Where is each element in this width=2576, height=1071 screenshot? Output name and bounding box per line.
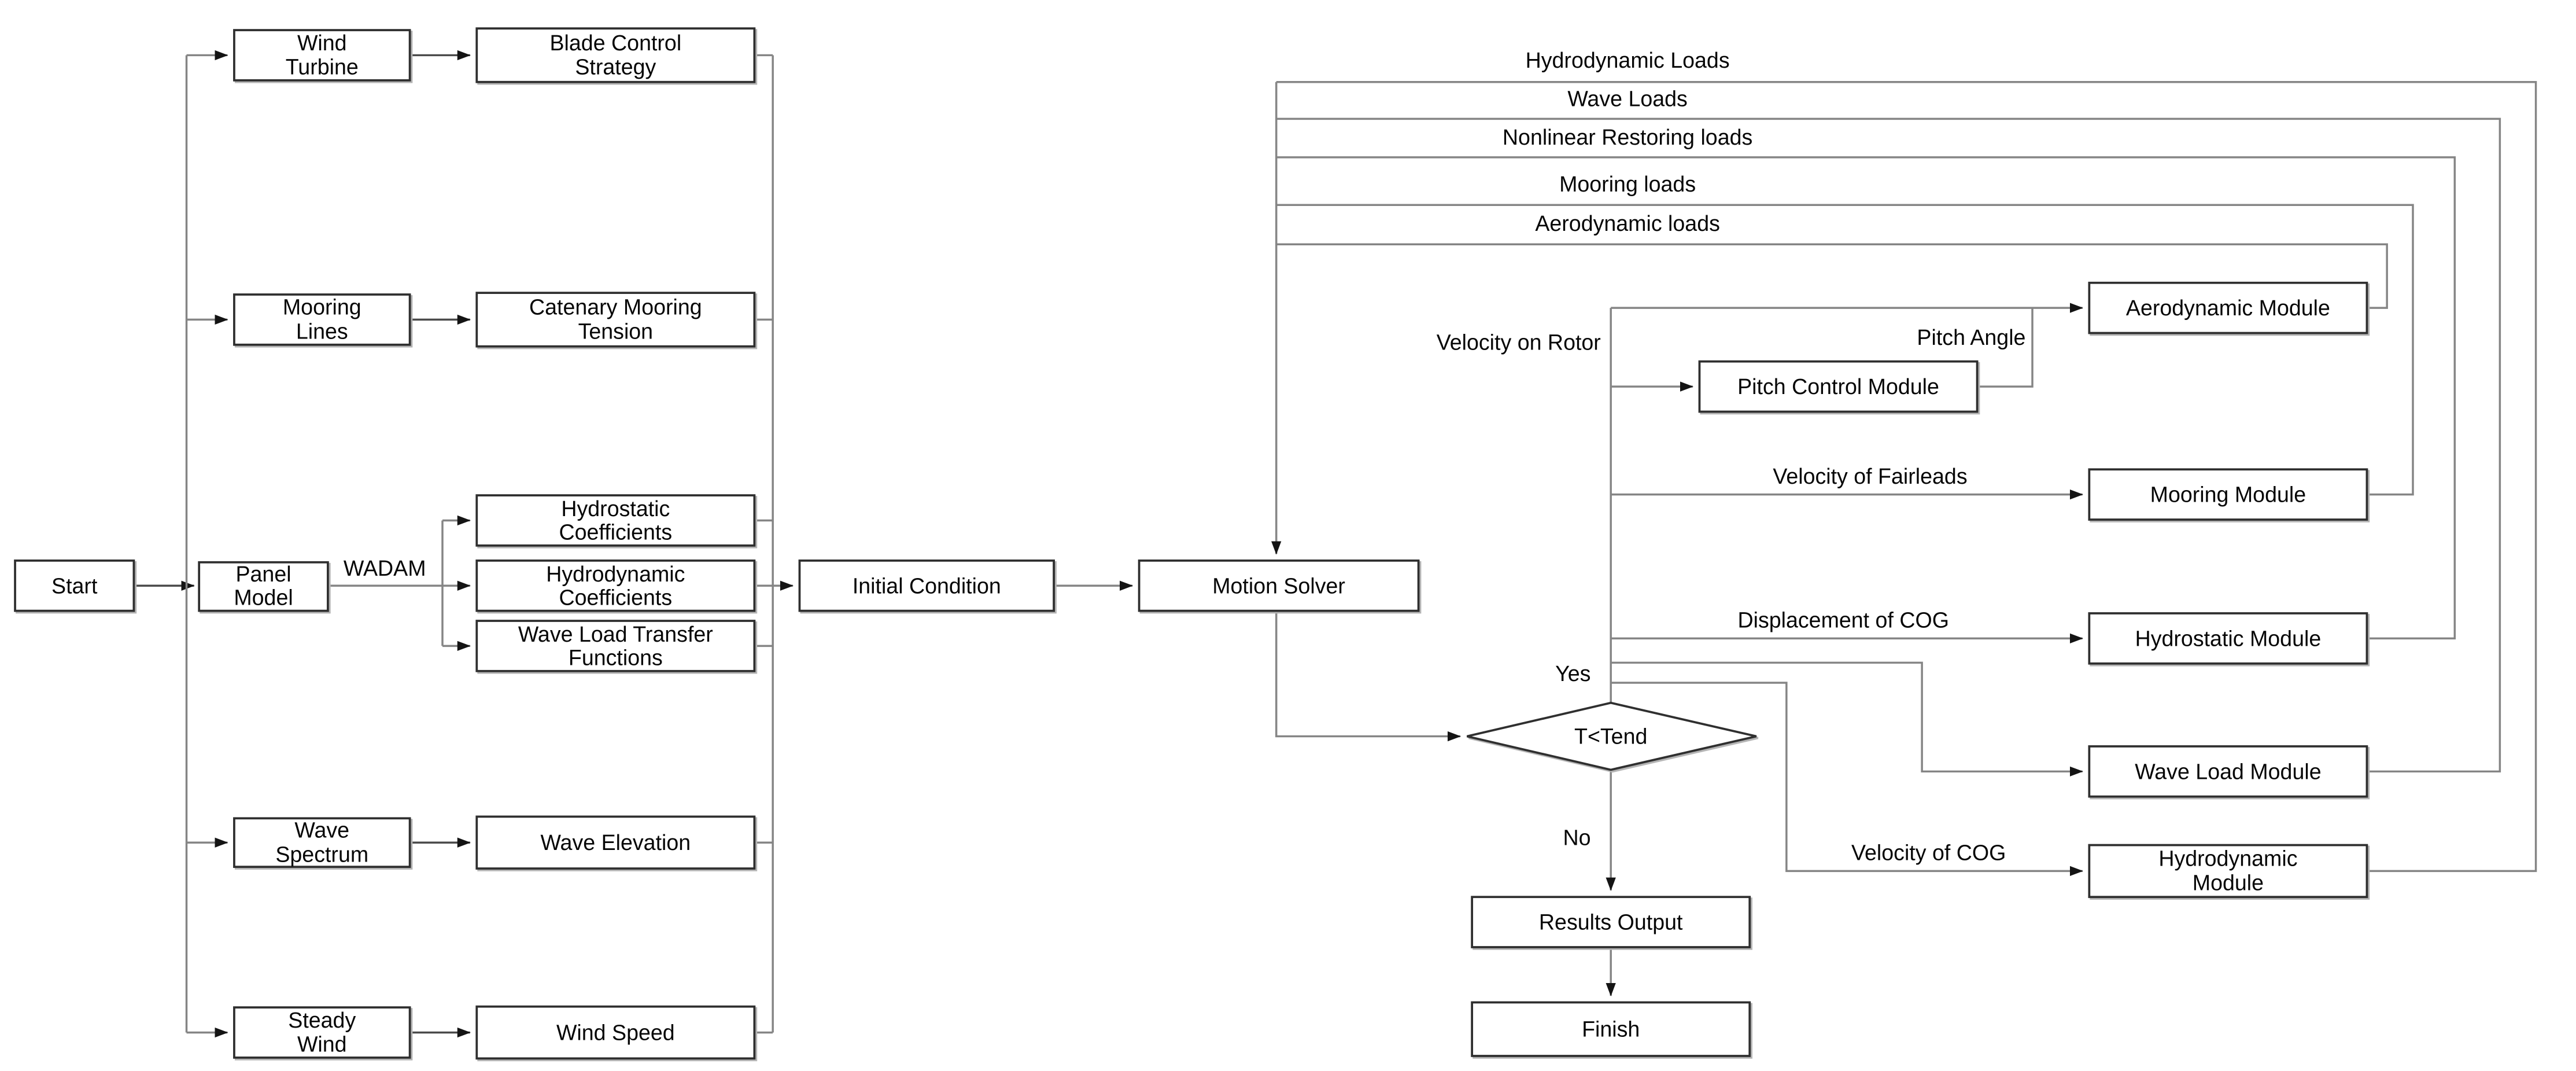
node-hydrodynamic-coeff-label-2: Coefficients [559, 586, 673, 610]
edge-aerodynamic-loads-line [1276, 243, 2388, 309]
node-wave-elevation-label: Wave Elevation [540, 830, 691, 855]
node-wind-speed-label: Wind Speed [556, 1020, 675, 1044]
feedback-label-mooring-loads: Mooring loads [1559, 172, 1696, 196]
node-initial-condition-label: Initial Condition [852, 573, 1001, 598]
node-hydrostatic-coeff-label-1: Hydrostatic [561, 496, 670, 521]
node-hydrostatic-module-label: Hydrostatic Module [2135, 626, 2322, 650]
edge-nonlinear-restoring-loads-line [1276, 156, 2456, 640]
node-mooring-lines-label-1: Mooring [283, 295, 361, 319]
node-results-output-label: Results Output [1539, 910, 1683, 934]
node-aerodynamic-module-box [2088, 281, 2368, 334]
edge-wave-loads-line [1276, 117, 2501, 773]
node-mooring-lines-label-2: Lines [296, 319, 348, 344]
node-motion-solver-box [1138, 560, 1420, 612]
node-wave-load-transfer-label-1: Wave Load Transfer [518, 622, 713, 646]
connectors [134, 50, 2537, 1038]
node-wave-load-module-box [2088, 745, 2368, 798]
node-wave-load-transfer-label-2: Functions [569, 646, 663, 670]
edge-label-displacement-of-cog: Displacement of COG [1737, 608, 1948, 632]
node-wave-load-module-label: Wave Load Module [2135, 759, 2321, 783]
node-start-label: Start [51, 573, 98, 598]
node-hydrodynamic-coeff-label-1: Hydrodynamic [546, 562, 685, 586]
node-steady-wind-box [233, 1006, 411, 1059]
node-wave-elevation-box [475, 815, 756, 870]
node-blade-control-label-1: Blade Control [549, 31, 681, 55]
node-hydrodynamic-coefficients-box [475, 560, 756, 612]
feedback-label-wave-loads: Wave Loads [1567, 87, 1688, 111]
edge-label-velocity-on-rotor: Velocity on Rotor [1437, 330, 1601, 354]
node-mooring-module-box [2088, 468, 2368, 521]
edge-labels: WADAM Velocity on Rotor Pitch Angle Velo… [344, 48, 2026, 864]
node-hydrodynamic-module-label-2: Module [2193, 871, 2264, 895]
node-steady-wind-label-2: Wind [297, 1032, 347, 1057]
node-aerodynamic-module-label: Aerodynamic Module [2126, 296, 2330, 320]
feedback-label-hydrodynamic-loads: Hydrodynamic Loads [1526, 48, 1730, 72]
node-pitch-control-module-label: Pitch Control Module [1737, 374, 1939, 399]
node-hydrodynamic-module-box [2088, 844, 2368, 899]
edge-label-pitch-angle: Pitch Angle [1917, 325, 2025, 349]
node-blade-control-label-2: Strategy [575, 55, 656, 79]
node-panel-model-label-1: Panel [235, 562, 291, 586]
edge-label-velocity-of-fairleads: Velocity of Fairleads [1773, 464, 1967, 488]
edge-mooring-loads-line [1276, 204, 2414, 496]
node-wave-spectrum-label-1: Wave [294, 818, 349, 842]
node-hydrostatic-coeff-label-2: Coefficients [559, 520, 673, 544]
edge-hydrodynamic-loads-line [1276, 80, 2537, 873]
edge-bus-to-wave-load-module [1611, 661, 2083, 776]
node-labels: Start Wind Turbine Blade Control Strateg… [51, 31, 2330, 1057]
node-catenary-label-2: Tension [578, 319, 654, 344]
node-mooring-lines-box [233, 293, 411, 346]
node-hydrostatic-coefficients-box [475, 494, 756, 547]
node-catenary-label-1: Catenary Mooring [529, 295, 702, 319]
edge-pitch-angle-riser [1977, 308, 2034, 388]
node-wind-turbine-box [233, 29, 411, 82]
node-pitch-control-module-box [1698, 360, 1979, 413]
node-wind-speed-box [475, 1005, 756, 1060]
edge-velocity-of-cog-to-hydrodynamic [1611, 682, 2083, 877]
edge-label-no: No [1563, 826, 1590, 850]
feedback-label-aerodynamic-loads: Aerodynamic loads [1535, 211, 1720, 235]
node-wave-spectrum-box [233, 817, 411, 868]
node-wave-spectrum-label-2: Spectrum [275, 842, 368, 866]
node-blade-control-strategy-box [475, 27, 756, 83]
edge-label-wadam: WADAM [344, 556, 426, 580]
node-start-box [14, 560, 135, 612]
edge-label-velocity-of-cog: Velocity of COG [1851, 841, 2006, 865]
node-wave-load-transfer-functions-box [475, 620, 756, 672]
feedback-label-nonlinear-restoring-loads: Nonlinear Restoring loads [1503, 125, 1752, 149]
node-mooring-module-label: Mooring Module [2150, 483, 2306, 507]
node-catenary-mooring-tension-box [475, 292, 756, 348]
node-hydrostatic-module-box [2088, 612, 2368, 665]
edge-label-yes: Yes [1555, 661, 1590, 686]
node-finish-box [1471, 1001, 1751, 1057]
node-decision-t-tend-label: T<Tend [1574, 724, 1647, 749]
node-decision-t-tend-diamond [1467, 701, 1757, 771]
node-wind-turbine-label-1: Wind [297, 31, 347, 55]
node-finish-label: Finish [1582, 1017, 1640, 1041]
node-steady-wind-label-1: Steady [288, 1008, 356, 1032]
node-hydrodynamic-module-label-1: Hydrodynamic [2158, 847, 2297, 871]
node-results-output-box [1471, 896, 1751, 948]
nodes [14, 27, 2368, 1060]
node-panel-model-box [198, 561, 329, 612]
node-motion-solver-label: Motion Solver [1212, 573, 1345, 598]
node-wind-turbine-label-2: Turbine [286, 55, 359, 79]
edge-motion-solver-to-decision [1275, 610, 1462, 742]
node-panel-model-label-2: Model [234, 586, 293, 610]
node-initial-condition-box [798, 560, 1055, 612]
